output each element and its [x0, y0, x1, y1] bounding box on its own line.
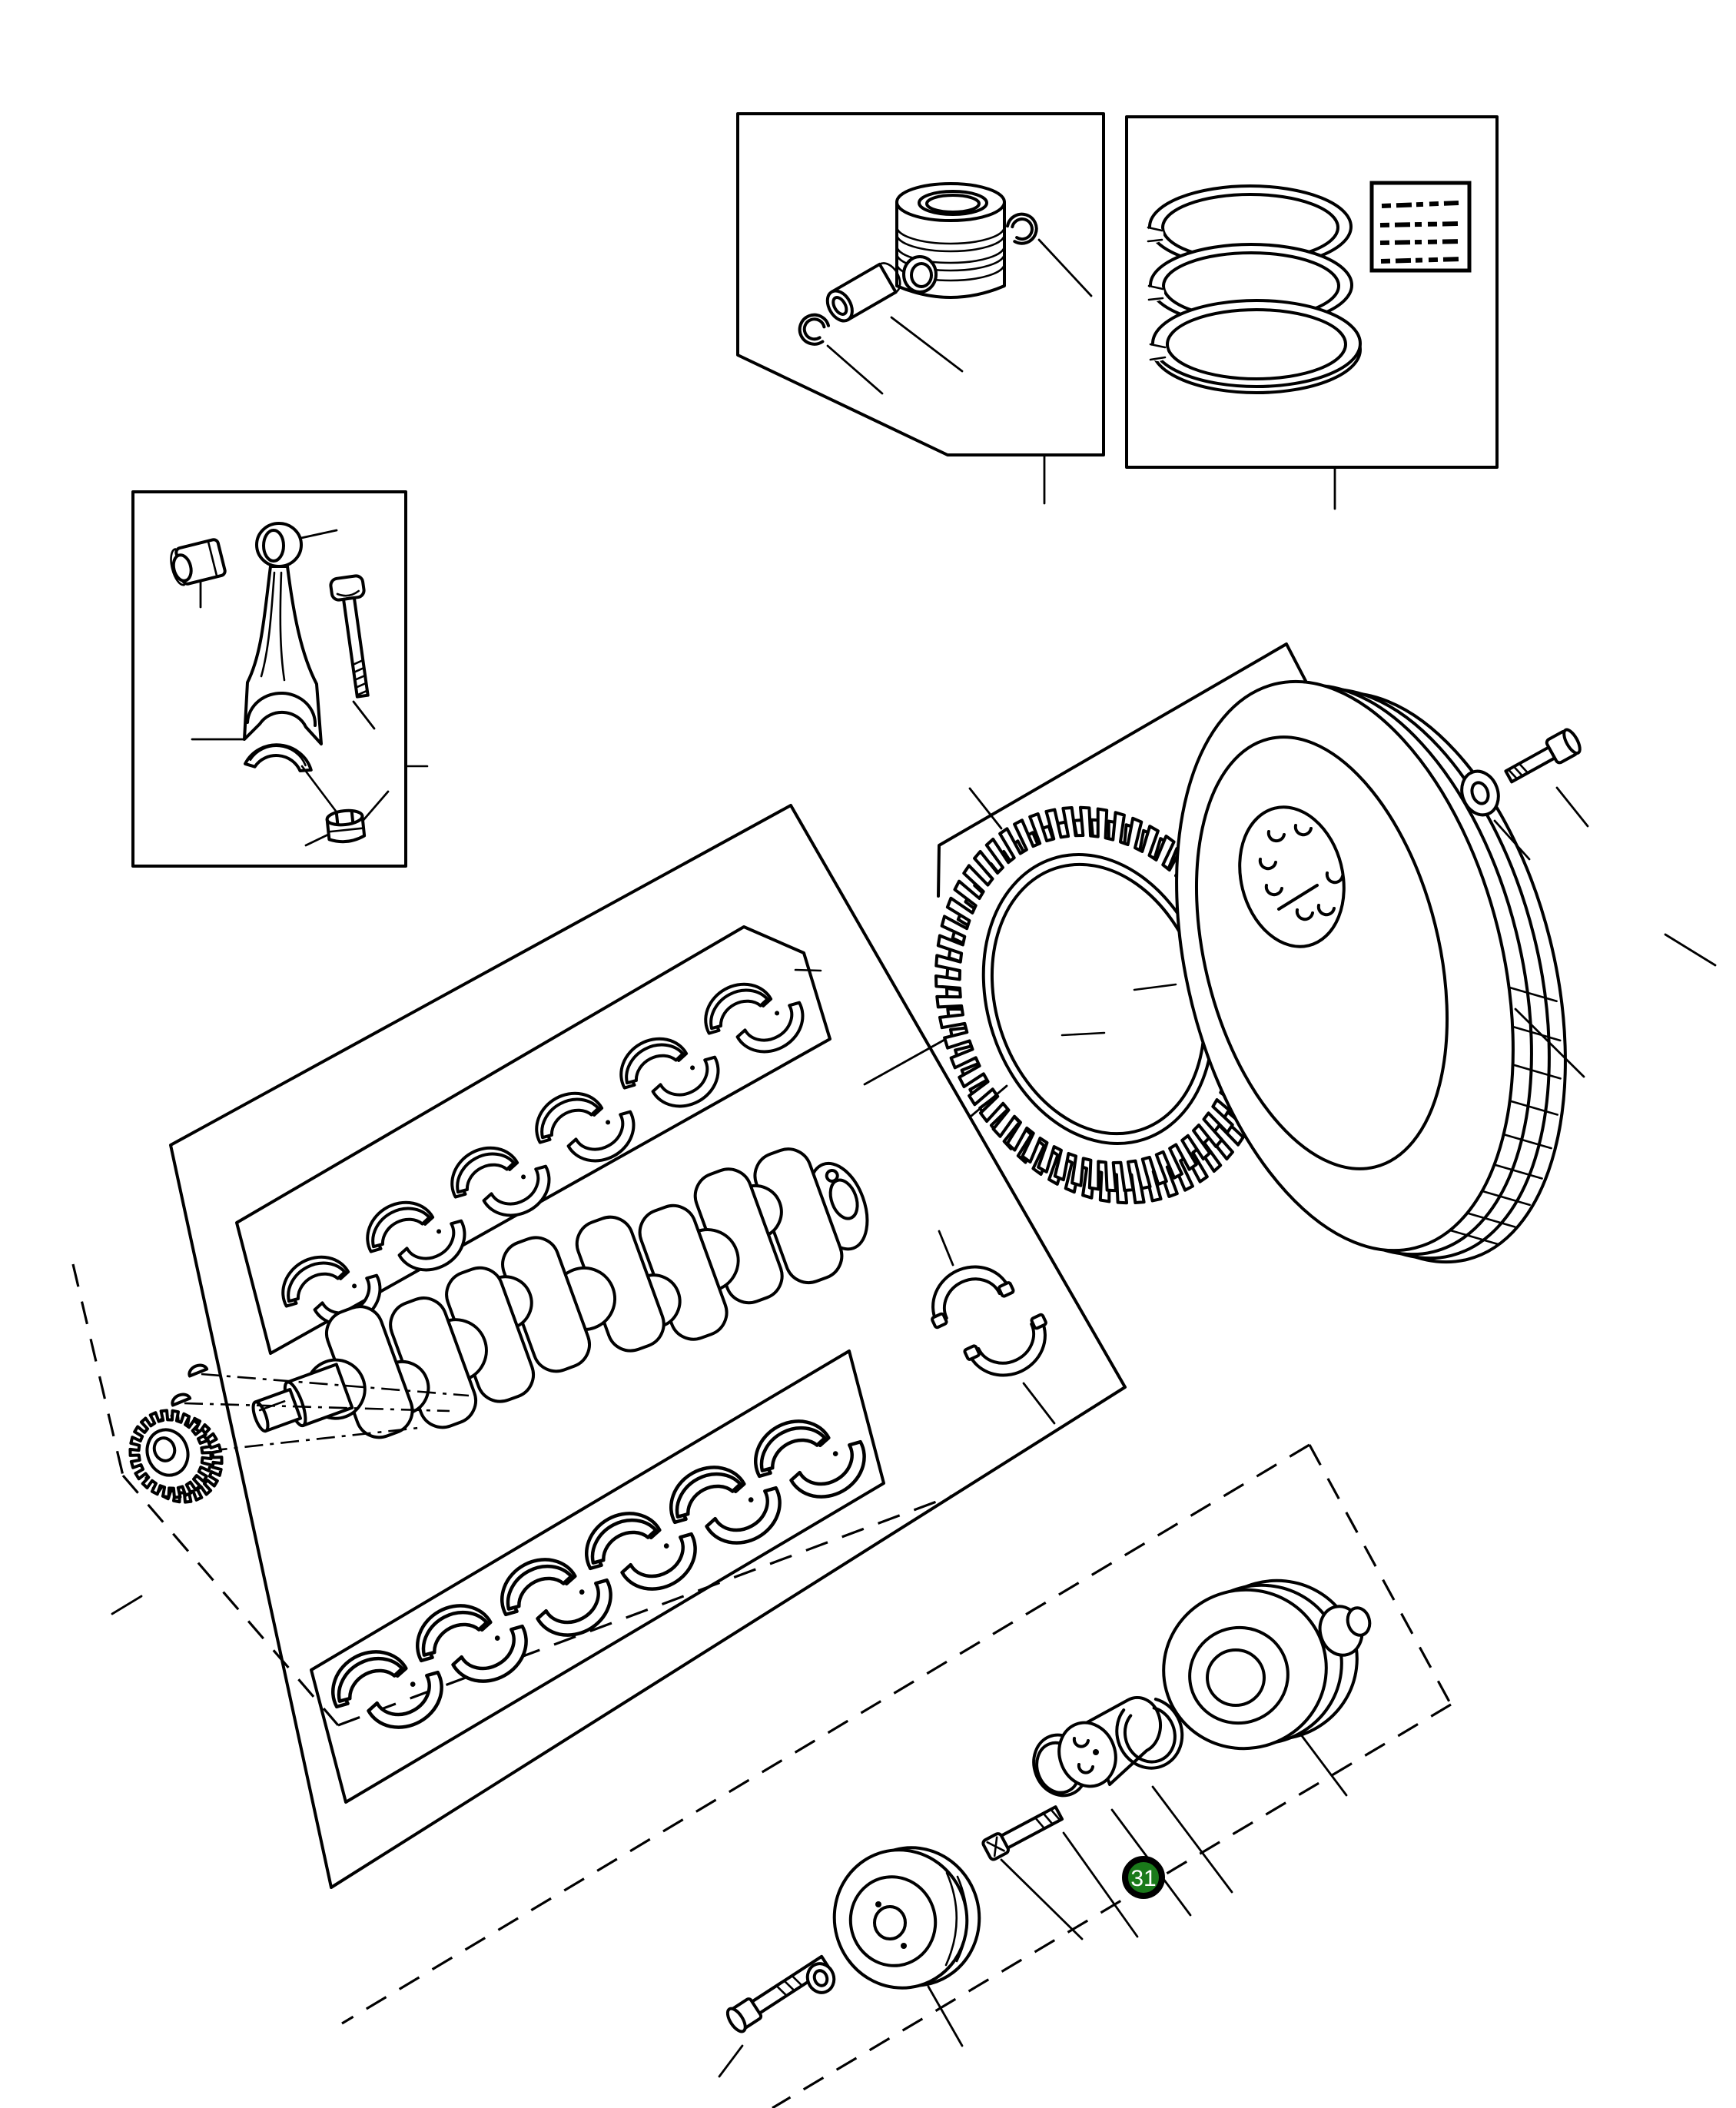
- piston-pin: [825, 262, 901, 323]
- spacer-hub: [1057, 1696, 1162, 1788]
- dashed-outline: [71, 1263, 1452, 2108]
- piston-ring-box: [1125, 115, 1499, 510]
- hub-bolt: [981, 1805, 1064, 1861]
- thrust-washer-halves: [931, 1230, 1056, 1425]
- flywheel: [1175, 679, 1717, 1264]
- callout-label: 31: [1130, 1866, 1156, 1891]
- small-end-bushing: [170, 538, 227, 586]
- piston-ring-set: [1147, 184, 1362, 394]
- instruction-card: [1369, 181, 1472, 273]
- crankshaft: [251, 1147, 869, 1439]
- flywheel-washer: [1460, 769, 1500, 817]
- pulley-bolt-washer: [805, 1962, 836, 1994]
- crankshaft-kit-box: [169, 804, 1127, 1889]
- damper-hub-stub: [1318, 1605, 1372, 1657]
- flywheel-group-box: [937, 642, 1307, 898]
- big-end-bearing-shell: [244, 743, 313, 772]
- castellated-nut: [325, 808, 367, 844]
- flywheel-ring-gear: [888, 787, 1319, 1245]
- damper-pulley: [1162, 1579, 1372, 1797]
- piston-box: [736, 112, 1105, 505]
- crankshaft-pulley: [832, 1846, 981, 2047]
- main-bearing-shells-upper: [235, 925, 831, 1355]
- flywheel-hub: [1238, 805, 1346, 948]
- circlip-icon: [795, 310, 832, 349]
- main-bearing-shells-lower: [310, 1349, 885, 1804]
- piston: [895, 182, 1006, 299]
- group-leaders: [1000, 1785, 1233, 1940]
- callout-badge-31[interactable]: 31: [1122, 1856, 1165, 1899]
- connecting-rod-bolt: [329, 574, 370, 699]
- flywheel-bolt: [1504, 728, 1582, 784]
- circlip-icon: [1001, 207, 1044, 250]
- crankshaft-timing-gear: [111, 1399, 234, 1615]
- connecting-rod-box: [131, 490, 429, 868]
- connecting-rod: [243, 522, 323, 745]
